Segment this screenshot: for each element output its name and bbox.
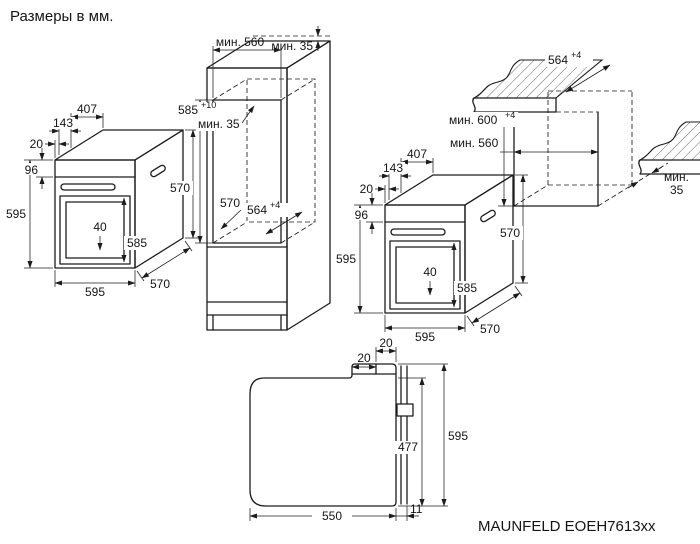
dim-cabinet-top-rear-gap: мин. 35 xyxy=(271,39,313,53)
page-title: Размеры в мм. xyxy=(10,8,113,25)
oven-dimension-lines xyxy=(24,113,198,287)
oven-drawing-left: 595 96 20 143 407 570 595 570 585 40 xyxy=(6,102,198,299)
dim-side-top-offset-b: 20 xyxy=(357,351,371,365)
dim-oven-top-depth: 407 xyxy=(77,102,97,116)
tall-cabinet-dimension-labels: мин. 560 мин. 35 585 +10 мин. 35 570 564… xyxy=(175,35,313,217)
dim-cabinet-niche-width: мин. 560 xyxy=(216,35,265,49)
side-section-drawing: 20 20 595 477 550 11 xyxy=(249,336,468,523)
dim-oven-height: 595 xyxy=(6,207,26,221)
dim-oven-depth: 570 xyxy=(150,277,170,291)
dim-cabinet-niche-depth-tol: +4 xyxy=(270,200,280,210)
tall-cabinet-drawing: мин. 560 мин. 35 585 +10 мин. 35 570 564… xyxy=(175,26,333,331)
door-hinge-block xyxy=(396,403,414,417)
base-niche-hidden-lines xyxy=(513,90,669,207)
worktop-front-right xyxy=(638,159,700,175)
dim-base-rear-gap-label: мин. xyxy=(664,170,689,184)
dim-oven-top-mid: 143 xyxy=(53,116,73,130)
dim-base-rear-gap-value: 35 xyxy=(670,183,684,197)
tall-cabinet-body xyxy=(206,40,331,331)
worktop-front-left xyxy=(472,97,557,113)
dim-cabinet-niche-height: 585 xyxy=(178,103,198,117)
dim-worktop-depth: 564 xyxy=(548,53,568,67)
dim-side-depth: 550 xyxy=(322,509,342,523)
dim-base-niche-height: мин. 600 xyxy=(449,113,498,127)
oven-body xyxy=(54,129,184,269)
oven-handle xyxy=(60,183,116,191)
model-caption: MAUNFELD EOEH7613xx xyxy=(478,518,656,535)
side-section-dimension-lines xyxy=(249,347,448,521)
oven-side-grip xyxy=(150,164,166,178)
base-cabinet-dimension-lines xyxy=(498,64,663,207)
dim-cabinet-niche-depth: 564 xyxy=(247,203,267,217)
dim-cabinet-niche-height-tol: +10 xyxy=(201,100,216,110)
dim-oven-panel-height: 96 xyxy=(25,163,39,177)
base-niche xyxy=(513,111,599,207)
dim-base-niche-height-tol: +4 xyxy=(505,110,515,120)
base-cabinet-dimension-labels: 564 +4 мин. 600 +4 мин. 560 мин. 35 xyxy=(446,50,689,197)
dim-oven-door-height: 585 xyxy=(127,236,147,250)
dim-worktop-depth-tol: +4 xyxy=(571,50,581,60)
dim-side-door-offset: 11 xyxy=(410,502,423,516)
dim-oven-body-height: 570 xyxy=(170,181,190,195)
dim-oven-width: 595 xyxy=(85,285,105,299)
side-section-dimension-labels: 20 20 595 477 550 11 xyxy=(322,336,468,523)
worktop-section-right xyxy=(637,121,700,161)
base-cabinet-drawing: 564 +4 мин. 600 +4 мин. 560 мин. 35 xyxy=(446,50,700,207)
tall-cabinet-dimension-lines xyxy=(195,26,321,244)
dim-base-niche-width: мин. 560 xyxy=(450,136,499,150)
dim-side-inner-height: 477 xyxy=(398,440,418,454)
oven-door xyxy=(59,195,131,265)
oven-dimension-labels: 595 96 20 143 407 570 595 570 585 40 xyxy=(6,102,193,299)
dim-oven-top-edge: 20 xyxy=(30,137,44,151)
dim-cabinet-oven-depth: 570 xyxy=(220,196,240,210)
oven-drawing-right xyxy=(336,147,528,344)
dim-side-top-offset-a: 20 xyxy=(379,336,393,350)
dim-cabinet-inner-rear-gap: мин. 35 xyxy=(198,117,240,131)
dim-oven-door-clearance: 40 xyxy=(93,220,107,234)
side-section-outline xyxy=(249,363,414,507)
dim-side-height: 595 xyxy=(448,429,468,443)
